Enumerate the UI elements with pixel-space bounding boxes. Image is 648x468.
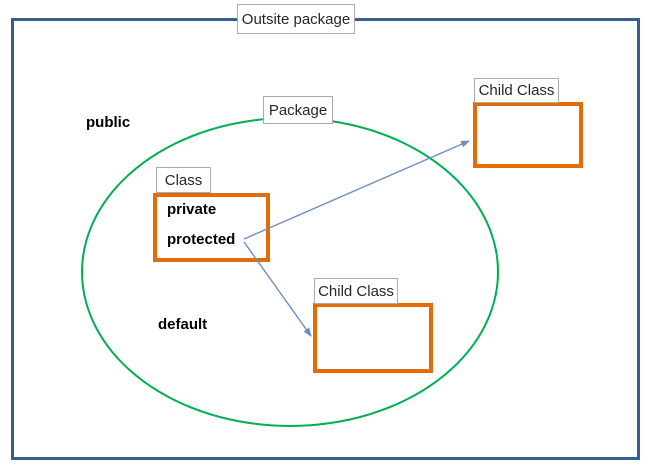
child-class-bottom-box bbox=[313, 303, 433, 373]
class-label: Class bbox=[156, 167, 211, 193]
class-box: private protected bbox=[153, 193, 270, 262]
child-class-top-label: Child Class bbox=[474, 78, 559, 103]
child-class-top-box bbox=[473, 102, 583, 168]
public-modifier-label: public bbox=[86, 114, 131, 131]
default-modifier-label: default bbox=[158, 316, 208, 333]
package-label: Package bbox=[263, 96, 333, 124]
protected-modifier-label: protected bbox=[167, 231, 236, 248]
child-class-bottom-label: Child Class bbox=[314, 278, 398, 304]
outside-package-label: Outsite package bbox=[237, 4, 355, 34]
private-modifier-label: private bbox=[167, 201, 217, 218]
